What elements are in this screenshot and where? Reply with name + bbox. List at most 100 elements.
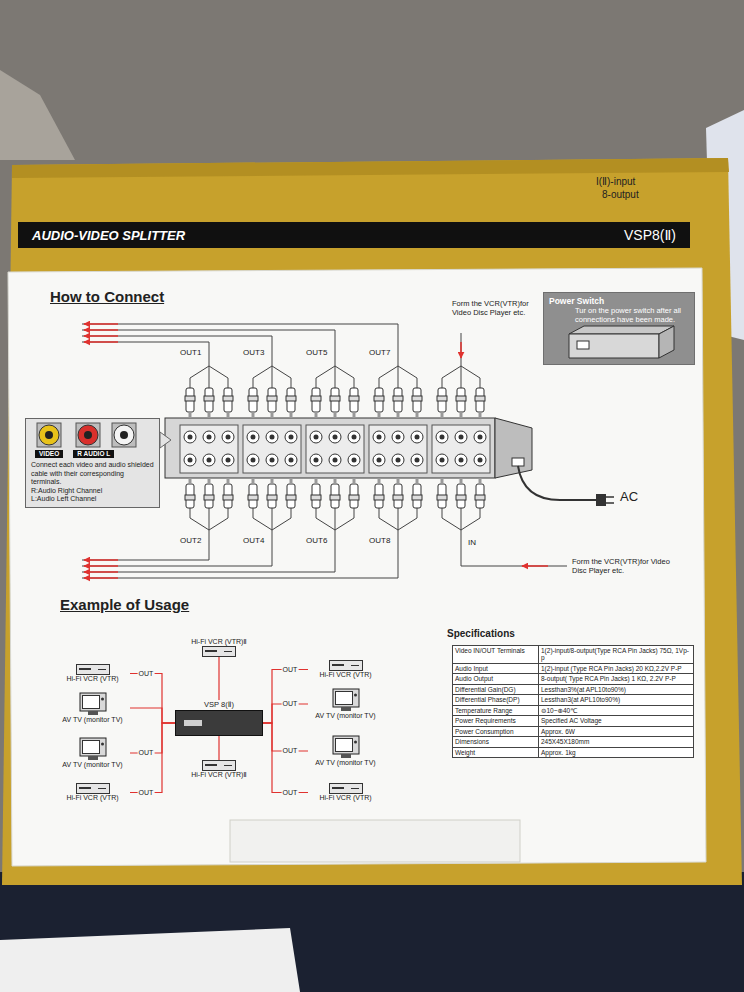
vcr-detail bbox=[351, 665, 359, 666]
signal-arrow bbox=[84, 341, 118, 343]
jack-hole bbox=[377, 458, 382, 463]
table-cell: 8-output( Type RCA Pin Jacks) 1 KΩ, 2.2V… bbox=[539, 674, 693, 683]
vcr-body bbox=[203, 761, 236, 771]
plug-tip bbox=[252, 478, 255, 484]
cable bbox=[461, 530, 567, 566]
jack-hole bbox=[459, 435, 464, 440]
edge-label: OUT bbox=[282, 789, 299, 797]
plug-tip bbox=[290, 412, 293, 418]
jack bbox=[436, 431, 448, 443]
plug-body bbox=[331, 388, 339, 412]
plug-cable bbox=[209, 366, 210, 388]
port-label: OUT1 bbox=[180, 348, 201, 357]
spec-row: Audio Output8-output( Type RCA Pin Jacks… bbox=[453, 673, 693, 683]
jack-ring bbox=[39, 425, 59, 445]
jack bbox=[455, 431, 467, 443]
cable bbox=[461, 333, 462, 366]
plug-ring bbox=[437, 495, 447, 500]
dev-node: AV TV (monitor TV) bbox=[308, 688, 383, 720]
device-label: VSP 8(Ⅱ) bbox=[175, 700, 263, 709]
plug-tip bbox=[189, 478, 192, 484]
plug-tip bbox=[334, 478, 337, 484]
dev-node: AV TV (monitor TV) bbox=[55, 692, 130, 724]
plug-ring bbox=[248, 396, 258, 401]
jack-hole bbox=[207, 458, 212, 463]
vcr-slot bbox=[332, 787, 344, 789]
jack-frame bbox=[112, 423, 136, 447]
plug-cable bbox=[335, 508, 354, 530]
jack bbox=[392, 454, 404, 466]
device-label: Hi-Fi VCR (VTR) bbox=[308, 794, 383, 802]
plug-cable bbox=[190, 508, 209, 530]
panel-cutout bbox=[230, 820, 520, 862]
port-label: OUT4 bbox=[243, 536, 264, 545]
power-cord bbox=[518, 466, 596, 500]
jack bbox=[392, 431, 404, 443]
box-front bbox=[569, 334, 659, 358]
dev-node: Hi-Fi VCR (VTR) bbox=[55, 664, 130, 683]
power-switch bbox=[577, 341, 589, 349]
jack-hole bbox=[440, 435, 445, 440]
jack bbox=[184, 454, 196, 466]
plug-body bbox=[224, 388, 232, 412]
signal-line bbox=[130, 723, 175, 793]
jack-hole bbox=[478, 458, 483, 463]
plug-ring bbox=[349, 495, 359, 500]
plug-tip bbox=[227, 478, 230, 484]
spec-row: Differential Phase(DP)Lessthan3(at APL10… bbox=[453, 694, 693, 704]
edge-label: OUT bbox=[138, 670, 155, 678]
signal-line bbox=[218, 736, 219, 760]
plug-tip bbox=[397, 412, 400, 418]
vcr-body bbox=[76, 665, 109, 675]
plug-body bbox=[350, 388, 358, 412]
spec-table: Video IN/OUT Terminals1(2)-input/8-outpu… bbox=[452, 645, 694, 758]
jack-hole bbox=[377, 435, 382, 440]
dev-node: Hi-Fi VCR (VTR) bbox=[308, 660, 383, 679]
plug-cable bbox=[398, 366, 417, 388]
device-label: AV TV (monitor TV) bbox=[55, 761, 130, 769]
plug-ring bbox=[374, 396, 384, 401]
cable bbox=[82, 530, 209, 560]
plug-cable bbox=[335, 508, 336, 530]
box-heading: Power Switch bbox=[549, 296, 689, 306]
plug-body bbox=[287, 388, 295, 412]
jack bbox=[310, 454, 322, 466]
port-label: OUT6 bbox=[306, 536, 327, 545]
plug-body bbox=[312, 388, 320, 412]
plug-ring bbox=[412, 396, 422, 401]
jack-hole bbox=[478, 435, 483, 440]
tv-icon bbox=[332, 688, 360, 712]
plug-cable bbox=[209, 508, 210, 530]
plug-cable bbox=[272, 508, 291, 530]
vcr-slot bbox=[79, 668, 91, 670]
plug-tip bbox=[479, 412, 482, 418]
jack-hole bbox=[120, 431, 128, 439]
jack bbox=[348, 454, 360, 466]
table-cell: Audio Input bbox=[453, 664, 539, 673]
plug-ring bbox=[330, 396, 340, 401]
box-note: 8-output bbox=[602, 189, 639, 201]
plug-body bbox=[438, 484, 446, 508]
table-cell: Lessthan3%(at APL10to90%) bbox=[539, 685, 693, 694]
table-cell: 1(2)-input/8-output(Type RCA Pin Jacks) … bbox=[539, 646, 693, 663]
vcr-body bbox=[329, 784, 362, 794]
plug-tip bbox=[208, 478, 211, 484]
jack bbox=[285, 431, 297, 443]
plug-body bbox=[186, 388, 194, 412]
jack bbox=[222, 431, 234, 443]
curb bbox=[0, 70, 75, 160]
box-side bbox=[659, 326, 674, 358]
plug-body bbox=[413, 484, 421, 508]
signal-line bbox=[263, 670, 308, 723]
vcr-icon bbox=[202, 760, 236, 771]
edge-label: OUT bbox=[282, 700, 299, 708]
splitter-unit bbox=[175, 710, 263, 736]
signal-line bbox=[130, 708, 175, 723]
signal-arrow bbox=[84, 335, 118, 337]
jack bbox=[373, 454, 385, 466]
plug-body bbox=[268, 484, 276, 508]
table-cell: 1(2)-input (Type RCA Pin Jacks) 20 KΩ,2.… bbox=[539, 664, 693, 673]
jack-hole bbox=[396, 458, 401, 463]
plug-cable bbox=[398, 508, 417, 530]
